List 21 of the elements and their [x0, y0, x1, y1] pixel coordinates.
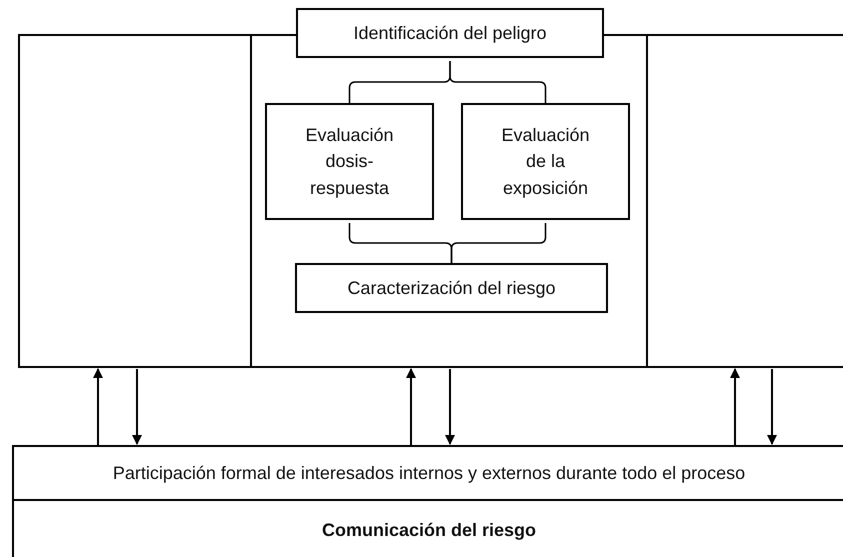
process-box	[12, 445, 843, 501]
arrow	[406, 368, 416, 445]
process-box	[296, 8, 604, 58]
box-label: Evaluación dosis-respuesta	[304, 124, 395, 200]
arrow	[132, 369, 142, 445]
brace-connector	[450, 223, 546, 263]
arrow	[767, 369, 777, 445]
box-label: Participación formal de interesados internos y externos durante todo el proceso	[112, 462, 746, 485]
panel-box	[646, 34, 843, 368]
box-label: Identificación del peligro	[353, 22, 547, 45]
process-box	[295, 263, 608, 313]
arrow	[445, 369, 455, 445]
box-label: Evaluación de la exposición	[500, 124, 591, 200]
box-label: Comunicación del riesgo	[322, 518, 536, 542]
process-box	[461, 103, 630, 220]
box-label: Caracterización del riesgo	[347, 276, 556, 300]
arrow	[93, 368, 103, 445]
brace-connector	[449, 61, 546, 103]
arrow	[730, 368, 740, 445]
process-box	[265, 103, 434, 220]
panel-box	[18, 34, 252, 368]
